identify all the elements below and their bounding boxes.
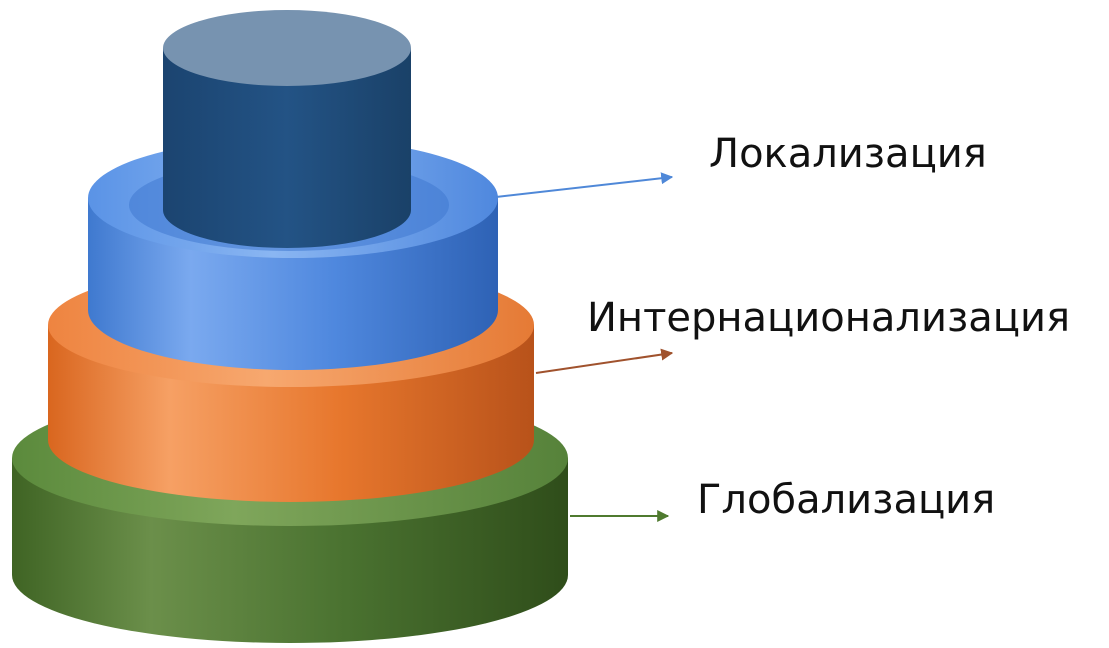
label-globalization: Глобализация (697, 477, 996, 523)
label-localization: Локализация (709, 131, 987, 177)
label-internationalization: Интернационализация (587, 295, 1071, 341)
layer-core (163, 10, 411, 248)
arrow-internationalization (535, 348, 674, 374)
arrow-localization (495, 172, 674, 198)
